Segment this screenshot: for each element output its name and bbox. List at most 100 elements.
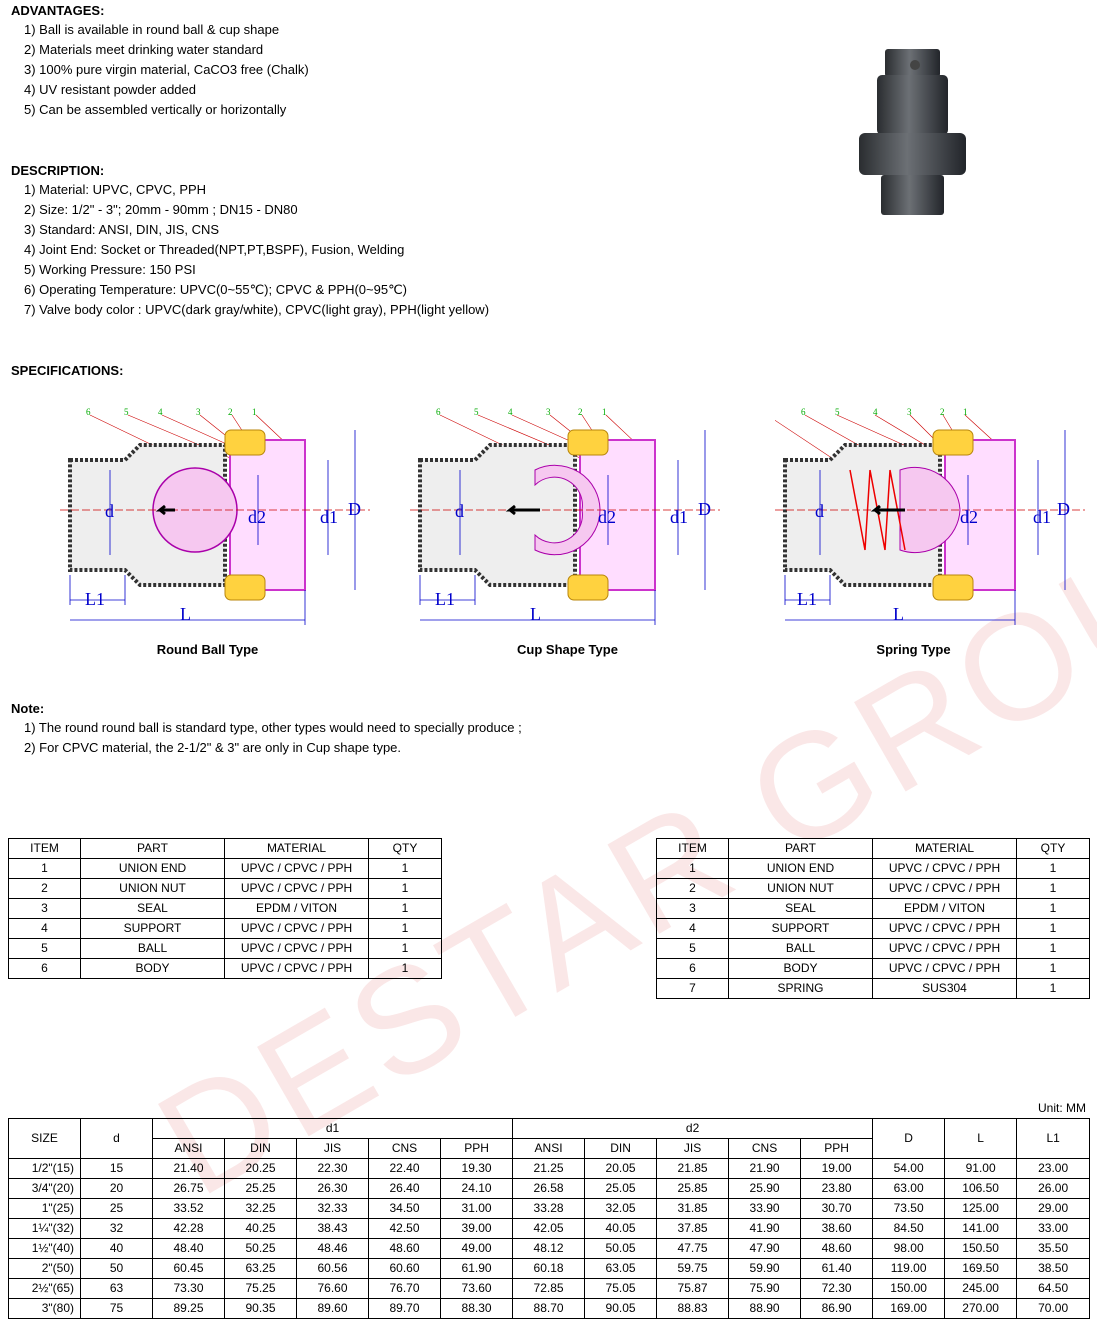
table-cell: 50.05: [584, 1238, 658, 1259]
dim-label-d2: d2: [598, 507, 616, 527]
table-cell: BALL: [728, 938, 873, 959]
column-header: QTY: [1016, 838, 1090, 859]
dim-label-d: d: [815, 501, 824, 521]
list-item: 7) Valve body color : UPVC(dark gray/whi…: [24, 302, 490, 317]
spring-type-diagram: 7 6 5 4 3 2 1 d d2 d1 D L1 L: [775, 407, 1085, 625]
table-cell: 25: [80, 1198, 153, 1219]
table-cell: EPDM / VITON: [872, 898, 1017, 919]
table-cell: UPVC / CPVC / PPH: [872, 918, 1017, 939]
diagram-label: 2: [578, 407, 583, 417]
diagram-label: 3: [546, 407, 551, 417]
table-cell: UPVC / CPVC / PPH: [224, 878, 369, 899]
table-cell: UNION END: [728, 858, 873, 879]
cup-shape-diagram: 6 5 4 3 2 1 d d2 d1 D L1 L: [410, 407, 720, 625]
table-cell: 25.05: [584, 1178, 658, 1199]
diagram-caption: Cup Shape Type: [517, 642, 618, 657]
list-item: 2) For CPVC material, the 2-1/2" & 3" ar…: [24, 740, 402, 755]
specifications-title: SPECIFICATIONS:: [11, 363, 124, 378]
table-cell: 48.46: [296, 1238, 369, 1259]
table-cell: 7: [656, 978, 729, 999]
table-cell: 1: [368, 878, 442, 899]
table-cell: 141.00: [944, 1218, 1018, 1239]
table-cell: SEAL: [728, 898, 873, 919]
table-header-row: ITEM PART MATERIAL QTY: [8, 838, 442, 859]
table-cell: 40.05: [584, 1218, 658, 1239]
table-cell: 50: [80, 1258, 153, 1279]
table-cell: UPVC / CPVC / PPH: [872, 958, 1017, 979]
table-cell: 88.30: [439, 1298, 514, 1319]
table-cell: UPVC / CPVC / PPH: [224, 958, 369, 979]
diagram-label: 1: [602, 407, 607, 417]
table-cell: 33.00: [1016, 1218, 1091, 1239]
list-item: 5) Working Pressure: 150 PSI: [24, 262, 196, 277]
table-cell: BALL: [80, 938, 225, 959]
table-cell: 40: [80, 1238, 153, 1259]
table-cell: 31.00: [439, 1198, 514, 1219]
table-cell: 98.00: [872, 1238, 946, 1259]
table-cell: 26.40: [368, 1178, 441, 1199]
table-cell: 1: [1016, 938, 1090, 959]
list-item: 3) Standard: ANSI, DIN, JIS, CNS: [24, 222, 220, 237]
table-cell: 270.00: [944, 1298, 1018, 1319]
table-cell: 75: [80, 1298, 153, 1319]
diagram-label: 4: [873, 407, 878, 417]
dim-label-d1: d1: [1033, 507, 1051, 527]
table-cell: 19.00: [800, 1158, 874, 1179]
column-header: L1: [1016, 1118, 1091, 1159]
table-cell: 60.18: [512, 1258, 586, 1279]
list-item: 3) 100% pure virgin material, CaCO3 free…: [24, 62, 309, 77]
column-header: PART: [80, 838, 225, 859]
diagram-label: 4: [508, 407, 513, 417]
column-header: SIZE: [8, 1118, 81, 1159]
diagram-label: 5: [124, 407, 129, 417]
table-cell: 15: [80, 1158, 153, 1179]
table-cell: 1: [1016, 978, 1090, 999]
table-cell: 23.00: [1016, 1158, 1091, 1179]
table-cell: 2½"(65): [8, 1278, 81, 1299]
table-cell: SPRING: [728, 978, 873, 999]
column-header: d2: [512, 1118, 874, 1139]
column-header: PART: [728, 838, 873, 859]
table-cell: 75.05: [584, 1278, 658, 1299]
column-header: L: [944, 1118, 1018, 1159]
table-cell: 59.75: [656, 1258, 730, 1279]
table-cell: 88.83: [656, 1298, 730, 1319]
table-cell: 72.85: [512, 1278, 586, 1299]
table-header-row: ITEM PART MATERIAL QTY: [656, 838, 1090, 859]
table-cell: 1: [368, 938, 442, 959]
table-cell: 3"(80): [8, 1298, 81, 1319]
list-item: 5) Can be assembled vertically or horizo…: [24, 102, 287, 117]
diagram-label: 1: [963, 407, 968, 417]
table-cell: 32: [80, 1218, 153, 1239]
table-cell: 5: [656, 938, 729, 959]
table-cell: 63.05: [584, 1258, 658, 1279]
dim-label-d: d: [455, 501, 464, 521]
table-cell: 37.85: [656, 1218, 730, 1239]
note-title: Note:: [11, 701, 45, 716]
table-cell: 32.05: [584, 1198, 658, 1219]
table-cell: 1: [1016, 958, 1090, 979]
table-cell: 38.50: [1016, 1258, 1091, 1279]
list-item: 1) Ball is available in round ball & cup…: [24, 22, 280, 37]
spec-table: SIZE d d1 d2 D L L1 ANSI DIN JIS CNS PPH…: [8, 1118, 1091, 1319]
table-cell: 150.50: [944, 1238, 1018, 1259]
table-cell: 25.90: [728, 1178, 802, 1199]
table-cell: 21.85: [656, 1158, 730, 1179]
table-cell: 1: [368, 958, 442, 979]
diagram-label: 5: [474, 407, 479, 417]
table-cell: 63.00: [872, 1178, 946, 1199]
table-cell: 169.50: [944, 1258, 1018, 1279]
dim-label-d1: d1: [320, 507, 338, 527]
table-cell: 30.70: [800, 1198, 874, 1219]
dim-label-L: L: [530, 604, 541, 624]
table-cell: 63: [80, 1278, 153, 1299]
table-cell: 23.80: [800, 1178, 874, 1199]
